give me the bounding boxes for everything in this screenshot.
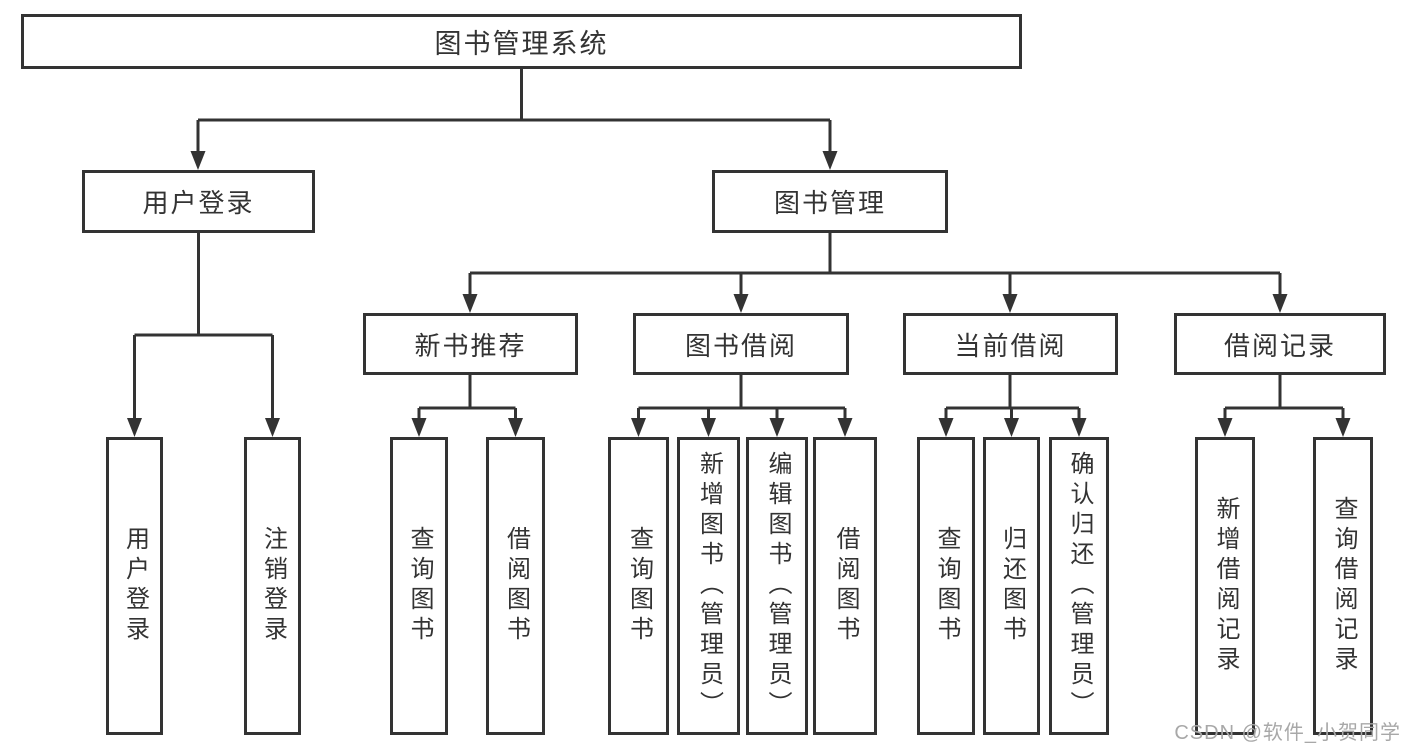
node-label: 查询图书 <box>933 526 960 646</box>
leaf-confirm-return-admin: 确认归还（管理员） <box>1049 437 1109 735</box>
node-label: 归还图书 <box>998 526 1026 646</box>
node-label: 当前借阅 <box>954 330 1067 361</box>
node-book-management: 图书管理 <box>712 170 948 233</box>
node-new-book-recommend: 新书推荐 <box>363 313 578 375</box>
node-label: 新增图书（管理员） <box>695 451 723 721</box>
connector-current-borrow-to-leaves <box>938 375 1087 437</box>
connector-root-to-level2 <box>190 69 838 170</box>
leaf-borrow-books: 借阅图书 <box>813 437 877 735</box>
leaf-logout: 注销登录 <box>244 437 301 735</box>
node-borrow-records: 借阅记录 <box>1174 313 1386 375</box>
connector-new-book-recommend-to-leaves <box>411 375 523 437</box>
node-label: 图书管理 <box>773 188 886 218</box>
leaf-add-book-admin: 新增图书（管理员） <box>677 437 740 735</box>
node-label: 查询图书 <box>406 526 433 646</box>
node-label: 查询借阅记录 <box>1330 496 1357 676</box>
leaf-search-books-current: 查询图书 <box>917 437 975 735</box>
node-label: 查询图书 <box>625 526 653 646</box>
leaf-user-login: 用户登录 <box>106 437 163 735</box>
node-label: 注销登录 <box>259 526 287 646</box>
node-label: 编辑图书（管理员） <box>764 451 791 721</box>
node-label: 借阅图书 <box>832 526 859 646</box>
connector-book-management-to-level3 <box>462 233 1288 313</box>
leaf-add-borrow-record: 新增借阅记录 <box>1195 437 1255 735</box>
node-user-login: 用户登录 <box>82 170 315 233</box>
node-label: 借阅记录 <box>1223 330 1336 361</box>
leaf-search-books-borrow: 查询图书 <box>608 437 669 735</box>
csdn-watermark: CSDN @软件_小贺同学 <box>1174 722 1401 744</box>
leaf-edit-book-admin: 编辑图书（管理员） <box>746 437 808 735</box>
node-current-borrow: 当前借阅 <box>903 313 1118 375</box>
connector-borrow-records-to-leaves <box>1217 375 1351 437</box>
connector-user-login-to-leaves <box>127 233 280 437</box>
node-label: 图书借阅 <box>684 330 797 361</box>
node-label: 确认归还（管理员） <box>1066 451 1093 721</box>
node-label: 用户登录 <box>121 526 149 646</box>
leaf-search-books-recommend: 查询图书 <box>390 437 448 735</box>
node-label: 新书推荐 <box>414 330 527 361</box>
node-label: 新增借阅记录 <box>1212 496 1239 676</box>
node-label: 图书管理系统 <box>434 29 609 59</box>
node-book-borrow: 图书借阅 <box>633 313 849 375</box>
leaf-borrow-books-recommend: 借阅图书 <box>486 437 545 735</box>
connector-book-borrow-to-leaves <box>631 375 853 437</box>
node-label: 用户登录 <box>142 188 255 218</box>
leaf-search-borrow-record: 查询借阅记录 <box>1313 437 1373 735</box>
node-library-management-system: 图书管理系统 <box>21 14 1022 69</box>
node-label: 借阅图书 <box>502 526 530 646</box>
leaf-return-book: 归还图书 <box>983 437 1040 735</box>
